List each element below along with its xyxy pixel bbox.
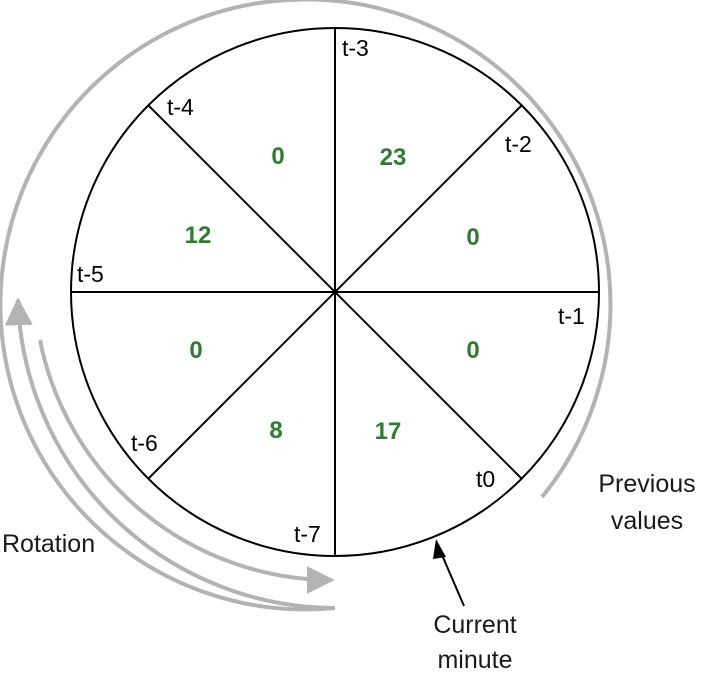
slot-label-t-2: t-2: [505, 131, 532, 157]
previous-values-label-line2: values: [611, 507, 683, 535]
slot-value-t0: 17: [375, 418, 402, 445]
current-minute-label-line1: Current: [433, 611, 516, 639]
slot-value-t-1: 0: [466, 337, 479, 364]
rotation-label: Rotation: [2, 530, 95, 558]
current-minute-pointer: [438, 547, 465, 607]
slot-value-t-2: 0: [466, 224, 479, 251]
slot-value-t-3: 23: [380, 144, 407, 171]
slot-value-t-4: 0: [271, 143, 284, 170]
slot-label-t-6: t-6: [131, 430, 158, 456]
slot-label-t-7: t-7: [294, 521, 321, 547]
slot-value-t-6: 0: [189, 337, 202, 364]
slot-label-t-5: t-5: [77, 261, 104, 287]
divider-diagonal-b: [147, 104, 523, 480]
slot-value-t-7: 8: [269, 417, 282, 444]
slot-label-t-3: t-3: [342, 35, 369, 61]
rotation-arrow-up: [4, 297, 336, 610]
slot-label-t-1: t-1: [558, 303, 585, 329]
slot-value-t-5: 12: [185, 222, 212, 249]
current-minute-arrowhead: [433, 539, 446, 559]
previous-values-label-line1: Previous: [598, 470, 695, 498]
rotation-arrow-right: [38, 339, 335, 594]
slot-values: 23 0 0 17 8 0 12 0: [185, 143, 480, 445]
slot-dividers: [71, 28, 599, 556]
slot-label-t-4: t-4: [167, 94, 194, 120]
outer-previous-values-arc: [0, 0, 613, 612]
slot-labels: t-3 t-2 t-1 t0 t-7 t-6 t-5 t-4: [77, 35, 585, 547]
slot-label-t0: t0: [476, 466, 495, 492]
current-minute-label-line2: minute: [437, 646, 512, 674]
